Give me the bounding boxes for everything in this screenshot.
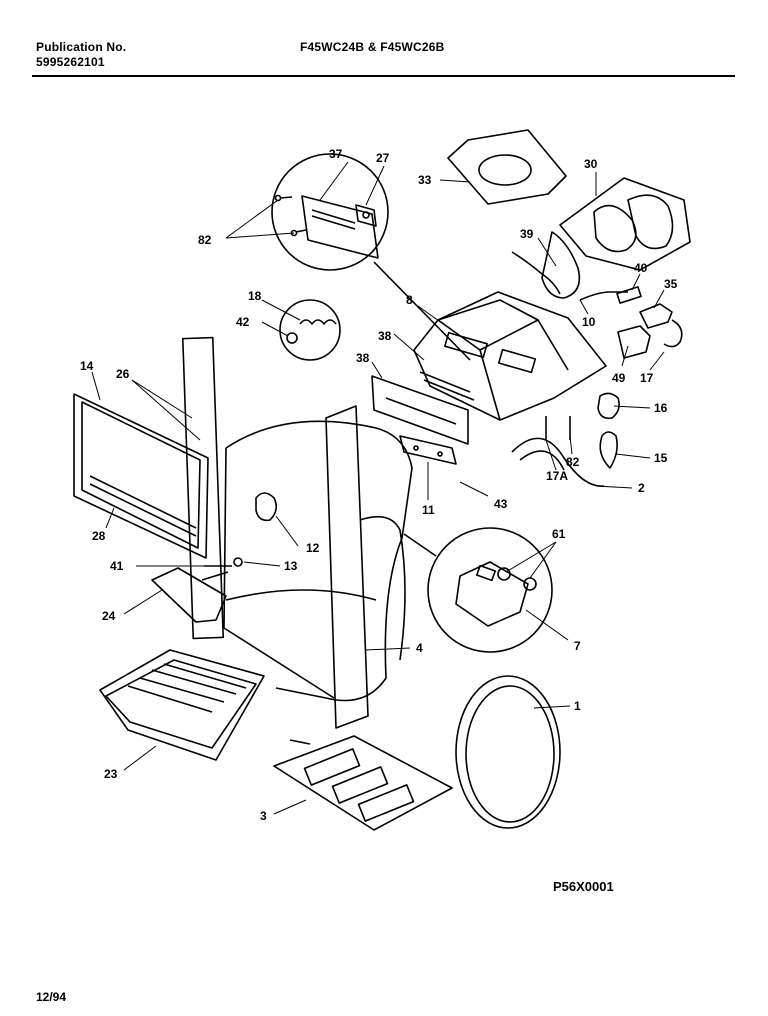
callout-38-lower: 38 xyxy=(356,351,370,365)
part-41-13-screw xyxy=(204,557,243,567)
callout-15: 15 xyxy=(654,451,668,465)
figure-code: P56X0001 xyxy=(553,879,614,894)
callout-61: 61 xyxy=(552,527,566,541)
callout-13: 13 xyxy=(284,559,298,573)
callout-4: 4 xyxy=(416,641,423,655)
part-12-clip xyxy=(255,492,278,522)
callout-82-lower: 82 xyxy=(566,455,580,469)
callout-10: 10 xyxy=(582,315,596,329)
part-3-heater-plate xyxy=(273,735,453,831)
callout-11: 11 xyxy=(422,503,435,517)
callout-82-top: 82 xyxy=(198,233,212,247)
part-33-top-plate xyxy=(447,129,567,205)
part-38-panel xyxy=(371,375,469,445)
callout-41: 41 xyxy=(110,559,124,573)
callout-18: 18 xyxy=(248,289,262,303)
part-16-15-lamp xyxy=(511,392,620,487)
callout-42: 42 xyxy=(236,315,250,329)
callout-14: 14 xyxy=(80,359,94,373)
callout-7: 7 xyxy=(574,639,581,653)
callout-49: 49 xyxy=(612,371,626,385)
header-rule xyxy=(32,75,735,77)
callout-12: 12 xyxy=(306,541,320,555)
zoom-circle-bracket xyxy=(271,153,471,361)
leader-lines xyxy=(91,161,665,815)
callout-26: 26 xyxy=(116,367,130,381)
callout-23: 23 xyxy=(104,767,118,781)
callout-2: 2 xyxy=(638,481,645,495)
part-24-paddle xyxy=(151,567,229,623)
part-1-ring xyxy=(455,675,561,829)
callout-28: 28 xyxy=(92,529,106,543)
callout-labels: 37 27 33 30 82 39 40 35 18 42 8 10 38 38… xyxy=(80,147,678,823)
model-title: F45WC24B & F45WC26B xyxy=(300,40,445,54)
part-30-chute-housing xyxy=(541,177,691,299)
callout-17a: 17A xyxy=(546,469,568,483)
part-4-ice-container xyxy=(181,336,413,729)
callout-33: 33 xyxy=(418,173,432,187)
callout-35: 35 xyxy=(664,277,678,291)
callout-17: 17 xyxy=(640,371,654,385)
callout-38-upper: 38 xyxy=(378,329,392,343)
callout-8: 8 xyxy=(406,293,413,307)
zoom-circle-switch xyxy=(403,527,553,653)
part-11-bracket xyxy=(399,435,457,465)
callout-24: 24 xyxy=(102,609,116,623)
callout-27: 27 xyxy=(376,151,390,165)
revision-date: 12/94 xyxy=(36,990,67,1004)
callout-16: 16 xyxy=(654,401,668,415)
callout-30: 30 xyxy=(584,157,598,171)
callout-1: 1 xyxy=(574,699,581,713)
part-39-40-35-actuator xyxy=(511,251,683,359)
callout-3: 3 xyxy=(260,809,267,823)
part-8-dispenser-housing xyxy=(413,291,607,421)
publication-number: 5995262101 xyxy=(36,55,105,69)
part-14-28-front-panel xyxy=(73,393,209,559)
callout-37: 37 xyxy=(329,147,343,161)
publication-label: Publication No. xyxy=(36,40,127,54)
part-18-42-spring xyxy=(279,299,341,361)
callout-40: 40 xyxy=(634,261,648,275)
callout-43: 43 xyxy=(494,497,508,511)
part-23-drip-tray xyxy=(99,649,265,761)
callout-39: 39 xyxy=(520,227,534,241)
